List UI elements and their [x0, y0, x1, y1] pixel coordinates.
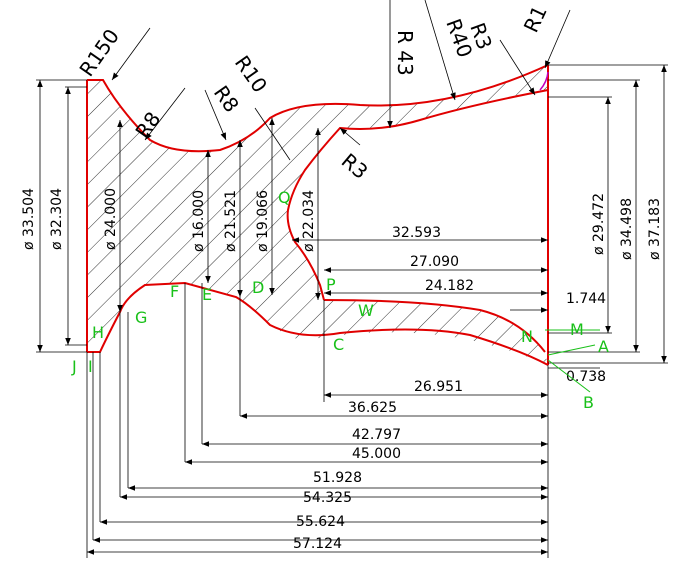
linear-dimension-text: 32.593 27.090 24.182 1.744 26.951 0.738 …	[293, 225, 606, 552]
diam-16-000: ø 16.000	[191, 190, 207, 252]
horizontal-dimensions	[87, 237, 600, 555]
hatch-left-body	[87, 65, 548, 352]
point-f: F	[170, 282, 179, 301]
dim-24-182: 24.182	[425, 278, 474, 294]
dim-57-124: 57.124	[293, 536, 342, 552]
dim-1-744: 1.744	[566, 291, 606, 307]
point-j: J	[71, 357, 77, 376]
point-q: Q	[278, 188, 291, 207]
point-g: G	[135, 308, 147, 327]
diam-24-000: ø 24.000	[103, 188, 119, 250]
point-e: E	[202, 285, 212, 304]
radius-r3-lower: R3	[337, 148, 373, 183]
point-labels: J I H G F E D P W C N M A B Q	[71, 188, 609, 412]
point-w: W	[358, 301, 374, 320]
diam-21-521: ø 21.521	[223, 190, 239, 252]
point-a: A	[598, 337, 609, 356]
extension-lines	[36, 64, 668, 558]
diam-32-304: ø 32.304	[49, 188, 65, 250]
dim-27-090: 27.090	[410, 254, 459, 270]
dim-0-738: 0.738	[566, 369, 606, 385]
dim-42-797: 42.797	[352, 427, 401, 443]
dim-51-928: 51.928	[313, 470, 362, 486]
diam-29-472: ø 29.472	[591, 193, 607, 255]
point-c: C	[333, 335, 344, 354]
diam-33-504: ø 33.504	[21, 188, 37, 250]
diam-34-498: ø 34.498	[619, 198, 635, 260]
point-d: D	[252, 278, 264, 297]
r1-accent-arc	[539, 71, 549, 91]
dim-45-000: 45.000	[352, 446, 401, 462]
diam-22-034: ø 22.034	[301, 190, 317, 252]
radius-leaders	[111, 0, 571, 161]
point-h: H	[92, 323, 104, 342]
radius-r43: R 43	[393, 30, 417, 76]
dim-26-951: 26.951	[414, 379, 463, 395]
dim-55-624: 55.624	[296, 514, 345, 530]
point-i: I	[88, 357, 93, 376]
point-n: N	[521, 327, 533, 346]
bore-profile	[323, 299, 546, 353]
diameter-text: ø 33.504 ø 32.304 ø 24.000 ø 16.000 ø 21…	[21, 188, 663, 260]
radius-r1: R1	[519, 2, 552, 36]
dim-54-325: 54.325	[303, 490, 352, 506]
hatch-lower-right	[236, 297, 548, 365]
point-leaders	[545, 329, 600, 393]
point-p: P	[326, 275, 336, 294]
radius-r10: R10	[230, 51, 272, 97]
dim-32-593: 32.593	[392, 225, 441, 241]
radius-r150: R150	[74, 24, 124, 80]
diameter-dimensions	[37, 65, 667, 363]
hatched-section	[87, 65, 548, 365]
diam-37-183: ø 37.183	[647, 198, 663, 260]
dim-36-625: 36.625	[348, 400, 397, 416]
diam-19-066: ø 19.066	[255, 190, 271, 252]
point-b: B	[583, 393, 594, 412]
